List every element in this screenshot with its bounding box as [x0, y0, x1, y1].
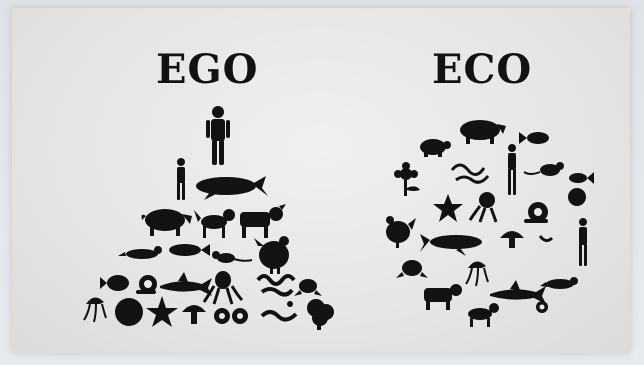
- whale-icon: [196, 176, 268, 200]
- human-icon: [206, 106, 230, 165]
- cow-icon: [240, 204, 286, 238]
- shark-icon: [490, 280, 546, 304]
- fish-icon: [519, 132, 549, 144]
- human-icon: [579, 218, 587, 266]
- snail-icon: [136, 275, 157, 294]
- ego-pyramid: [83, 106, 334, 330]
- turtle-icon: [420, 139, 451, 157]
- rat-icon: [212, 251, 253, 263]
- cow-icon: [424, 284, 462, 310]
- octopus-icon: [468, 192, 498, 223]
- cell-icon: [536, 301, 548, 313]
- fish-icon: [169, 244, 210, 256]
- whale-icon: [420, 234, 482, 256]
- rat-icon: [523, 162, 564, 176]
- snail-icon: [524, 188, 586, 223]
- flower-icon: [394, 162, 420, 196]
- worm-icon: [538, 235, 554, 243]
- worm-icon: [260, 301, 298, 322]
- starfish-icon: [433, 194, 463, 222]
- pig-icon: [460, 120, 506, 144]
- octopus-icon: [202, 271, 244, 305]
- bird-icon: [118, 246, 162, 259]
- fish-icon: [569, 172, 594, 184]
- snake-icon: [450, 163, 490, 184]
- shark-icon: [160, 272, 212, 296]
- snake-icon: [256, 274, 296, 297]
- mushroom-icon: [500, 231, 524, 248]
- human-icon: [177, 158, 185, 200]
- chicken-icon: [254, 236, 289, 274]
- starfish-icon: [146, 296, 178, 327]
- chicken-icon: [386, 216, 416, 248]
- bird-icon: [540, 277, 578, 289]
- dog-icon: [468, 303, 499, 327]
- frog-icon: [396, 260, 428, 278]
- mushroom-icon: [182, 305, 206, 324]
- ego-title: EGO: [156, 46, 259, 93]
- eco-circle: [386, 120, 594, 327]
- frog-icon: [294, 279, 322, 296]
- cell-icon: [214, 308, 248, 324]
- eco-title: ECO: [432, 46, 533, 93]
- pig-icon: [141, 209, 192, 236]
- human-icon: [508, 144, 516, 195]
- jellyfish-icon: [83, 297, 107, 323]
- fish-icon: [100, 275, 129, 291]
- tree-icon: [307, 299, 334, 330]
- dog-icon: [194, 209, 235, 238]
- circle-icon: [115, 298, 143, 326]
- jellyfish-icon: [465, 261, 489, 287]
